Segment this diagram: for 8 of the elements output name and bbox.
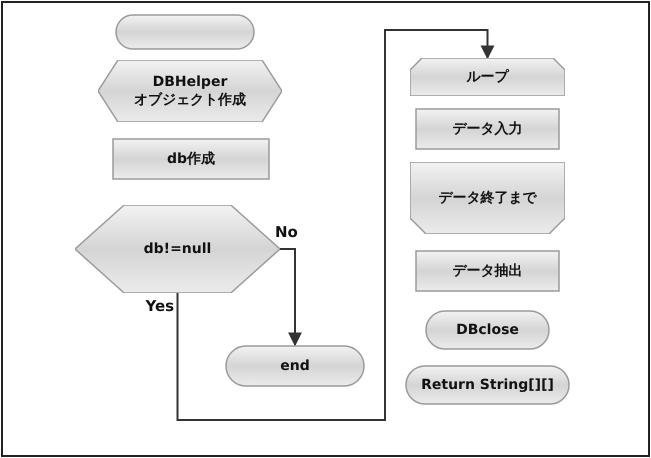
preparation-hexagon: DBHelper オブジェクト作成 bbox=[98, 60, 282, 122]
arrow bbox=[176, 29, 494, 421]
loop-end-shape: データ終了まで bbox=[410, 162, 565, 234]
process-box: データ入力 bbox=[415, 108, 560, 150]
process-box: db作成 bbox=[112, 138, 270, 180]
process-box: データ抽出 bbox=[415, 250, 560, 292]
loop-start-shape: ループ bbox=[410, 58, 565, 96]
arrow bbox=[280, 248, 302, 346]
